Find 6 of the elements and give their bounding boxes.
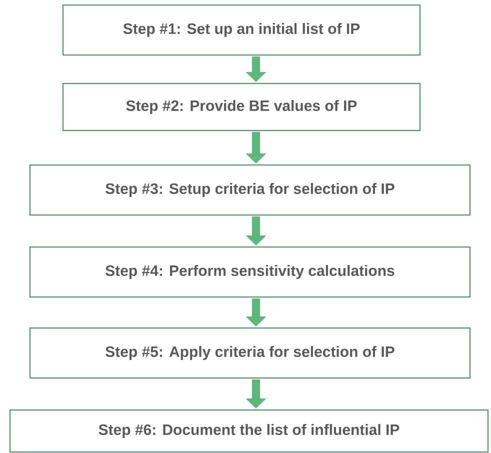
step-box: Step #1: Set up an initial list of IP — [62, 4, 420, 56]
step-box: Step #5: Apply criteria for selection of IP — [30, 328, 470, 378]
step-box: Step #3: Setup criteria for selection of IP — [30, 164, 470, 216]
step-box: Step #2: Provide BE values of IP — [62, 83, 420, 131]
step-box: Step #6: Document the list of influential IP — [10, 409, 488, 452]
step-box: Step #4: Perform sensitivity calculations — [30, 246, 470, 298]
